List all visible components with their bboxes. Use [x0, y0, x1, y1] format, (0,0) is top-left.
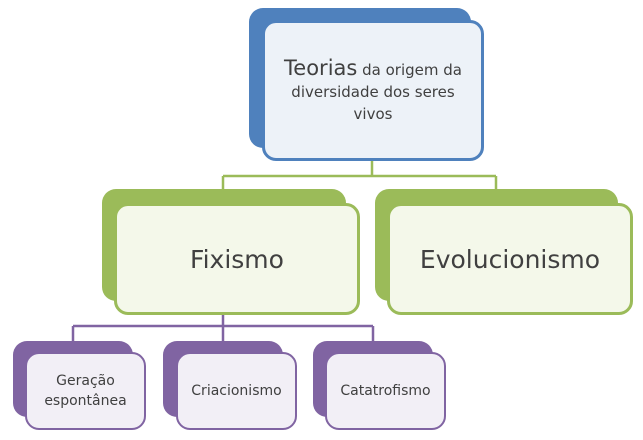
evolucionismo-label: Evolucionismo	[419, 244, 601, 274]
geracao-espontanea-node: Geração espontânea	[25, 352, 146, 430]
root-node: Teorias da origem da diversidade dos ser…	[262, 20, 484, 161]
criacionismo-node: Criacionismo	[176, 352, 297, 430]
fixismo-label: Fixismo	[190, 244, 284, 274]
catatrofismo-label: Catatrofismo	[340, 383, 431, 399]
fixismo-node: Fixismo	[114, 203, 360, 315]
root-title-emphasis: Teorias	[284, 55, 358, 80]
root-node-text: Teorias da origem da diversidade dos ser…	[279, 57, 467, 125]
evolucionismo-node: Evolucionismo	[387, 203, 633, 315]
geracao-espontanea-label: Geração espontânea	[44, 373, 127, 409]
root-title-rest: da origem da diversidade dos seres vivos	[291, 60, 462, 123]
criacionismo-label: Criacionismo	[191, 383, 282, 399]
catatrofismo-node: Catatrofismo	[325, 352, 446, 430]
